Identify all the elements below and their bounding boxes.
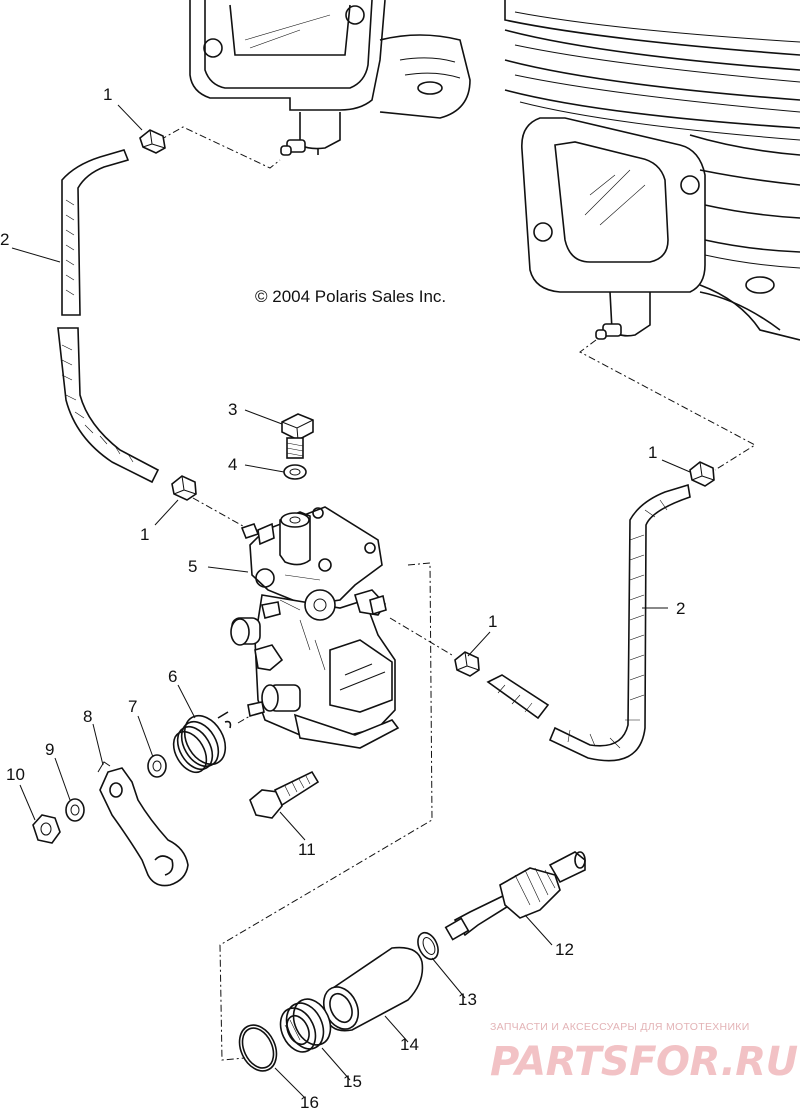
return-spring	[172, 711, 232, 774]
callout-11: 11	[298, 840, 316, 859]
copyright-notice: © 2004 Polaris Sales Inc.	[255, 287, 446, 306]
callout-16: 16	[300, 1093, 319, 1110]
cylinder-right	[504, 0, 800, 341]
callout-3: 3	[228, 400, 237, 419]
clamp-mid	[454, 651, 480, 677]
callout-5: 5	[188, 557, 197, 576]
washer-9	[65, 798, 85, 822]
control-lever	[97, 761, 189, 887]
watermark-tagline: ЗАПЧАСТИ И АКСЕССУАРЫ ДЛЯ МОТОТЕХНИКИ	[490, 1021, 750, 1033]
callout-1-left: 1	[140, 525, 149, 544]
centerline-top-left	[159, 126, 281, 169]
washer-7	[147, 754, 167, 778]
centerline-pump-right	[389, 617, 453, 656]
callout-13: 13	[458, 990, 477, 1009]
callout-leaders	[11, 104, 691, 1099]
callout-10: 10	[6, 765, 25, 784]
drive-shaft-gear	[444, 851, 586, 941]
clamp-top	[139, 129, 166, 154]
cylinder-left	[189, 0, 471, 155]
hose-left	[57, 149, 160, 484]
centerline-right-upper	[579, 339, 756, 471]
hose-right	[486, 483, 691, 762]
callout-12: 12	[555, 940, 574, 959]
callout-15: 15	[343, 1072, 362, 1091]
callout-14: 14	[400, 1035, 419, 1054]
callout-1-right: 1	[648, 443, 657, 462]
mounting-bolt	[249, 770, 320, 819]
fitting-nipple-top	[280, 139, 306, 156]
centerline-drive-box	[219, 562, 433, 1061]
callout-2-right: 2	[676, 599, 685, 618]
fitting-nipple-right	[595, 323, 622, 340]
callout-1-top: 1	[103, 85, 112, 104]
centerline-pump-left	[192, 497, 251, 531]
watermark: ЗАПЧАСТИ И АКСЕССУАРЫ ДЛЯ МОТОТЕХНИКИ PA…	[490, 1021, 798, 1085]
callout-2-left: 2	[0, 230, 9, 249]
watermark-brand: PARTSFOR.RU	[490, 1039, 798, 1085]
o-ring	[238, 1024, 278, 1072]
callout-4: 4	[228, 455, 237, 474]
clamp-right	[689, 461, 715, 487]
oil-pump	[230, 506, 400, 749]
callout-1-mid: 1	[488, 612, 497, 631]
callout-9: 9	[45, 740, 54, 759]
nut-10	[32, 814, 61, 844]
sealing-washer	[283, 464, 307, 480]
clamp-left	[171, 475, 197, 501]
banjo-bolt	[281, 413, 314, 459]
callout-8: 8	[83, 707, 92, 726]
callout-6: 6	[168, 667, 177, 686]
snap-ring	[417, 931, 439, 961]
shaft-bushing	[322, 946, 424, 1032]
callout-7: 7	[128, 697, 137, 716]
oil-seal	[279, 998, 332, 1053]
